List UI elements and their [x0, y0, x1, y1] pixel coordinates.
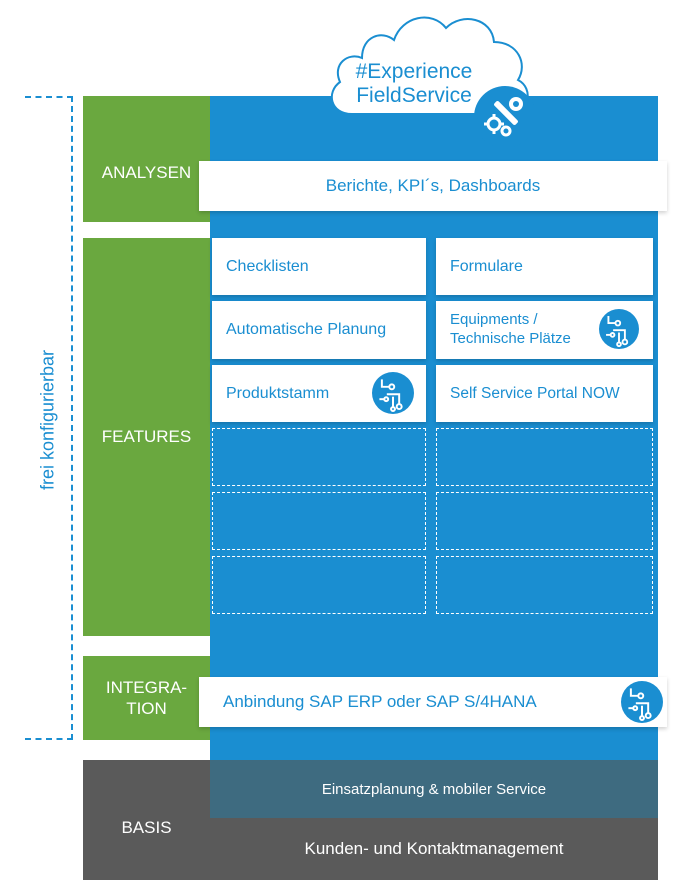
basis-item-einsatzplanung: Einsatzplanung & mobiler Service	[210, 760, 658, 818]
feature-card-self-service-portal: Self Service Portal NOW	[436, 365, 653, 422]
circuit-icon	[372, 372, 414, 414]
analysen-layer: ANALYSEN	[83, 96, 210, 222]
reports-card: Berichte, KPI´s, Dashboards	[199, 161, 667, 211]
feature-card-automatische-planung: Automatische Planung	[212, 301, 426, 359]
basis-item-label: Einsatzplanung & mobiler Service	[321, 780, 547, 798]
cloud-title: #Experience FieldService	[334, 60, 494, 108]
basis-item-label: Kunden- und Kontaktmanagement	[304, 839, 564, 858]
analysen-label: ANALYSEN	[101, 163, 192, 182]
integration-card-label: Anbindung SAP ERP oder SAP S/4HANA	[223, 692, 537, 712]
features-label: FEATURES	[101, 427, 192, 447]
feature-placeholder	[212, 428, 426, 486]
integration-layer: INTEGRA- TION	[83, 656, 210, 740]
feature-label: Checklisten	[226, 257, 309, 275]
feature-label-line-2: Technische Plätze	[450, 330, 571, 347]
feature-label: Equipments /	[450, 311, 538, 329]
feature-placeholder	[436, 492, 653, 550]
cloud-title-line-1: #Experience	[355, 60, 473, 83]
wrench-gears-icon	[474, 86, 536, 148]
feature-label: Automatische Planung	[226, 321, 387, 338]
integration-label-line-2: TION	[126, 699, 167, 718]
side-bracket	[25, 96, 73, 740]
basis-layer: BASIS	[83, 760, 210, 880]
feature-card-equipments: Equipments / Technische Plätze	[436, 301, 653, 359]
feature-card-formulare: Formulare	[436, 238, 653, 295]
basis-label: BASIS	[121, 818, 172, 837]
integration-card: Anbindung SAP ERP oder SAP S/4HANA	[199, 677, 667, 727]
feature-placeholder	[212, 492, 426, 550]
side-label-text: frei konfigurierbar	[37, 349, 58, 491]
reports-card-label: Berichte, KPI´s, Dashboards	[325, 176, 541, 196]
circuit-icon	[599, 309, 639, 349]
feature-placeholder	[436, 428, 653, 486]
circuit-icon	[621, 681, 663, 723]
features-layer: FEATURES	[83, 238, 210, 636]
feature-placeholder	[436, 556, 653, 614]
feature-card-checklisten: Checklisten	[212, 238, 426, 295]
feature-label: Produktstamm	[226, 384, 330, 402]
feature-label: Formulare	[450, 257, 523, 275]
integration-label-line-1: INTEGRA-	[105, 677, 188, 697]
feature-card-produktstamm: Produktstamm	[212, 365, 426, 422]
cloud-shape	[330, 16, 529, 115]
cloud-title-line-2: FieldService	[356, 84, 472, 107]
feature-label: Self Service Portal NOW	[450, 384, 620, 402]
feature-placeholder	[212, 556, 426, 614]
basis-item-kundenmanagement: Kunden- und Kontaktmanagement	[210, 818, 658, 880]
